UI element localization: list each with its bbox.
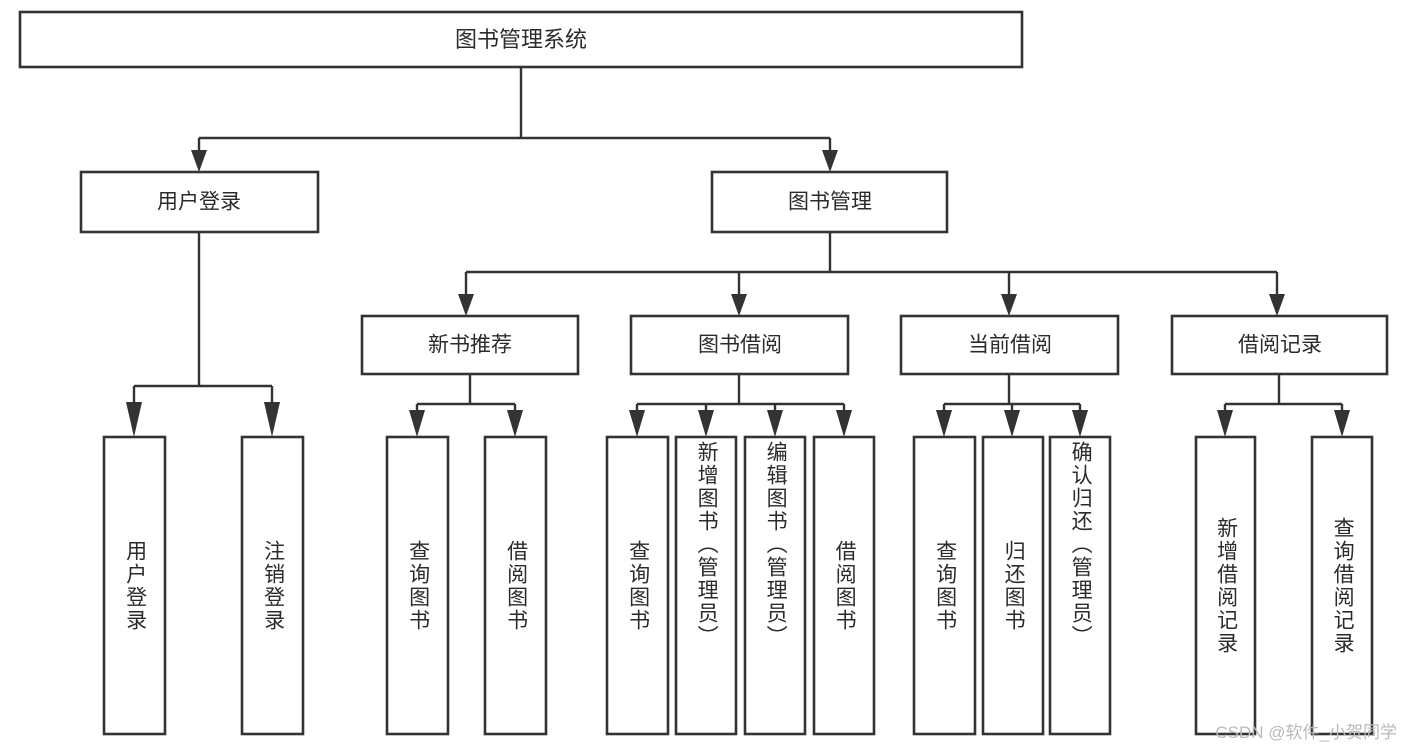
- arrowhead-leaf-query-record: [1334, 410, 1350, 437]
- node-leaf-query-record-box[interactable]: [1310, 435, 1374, 736]
- node-borrow-record-label: 借阅记录: [1238, 334, 1322, 357]
- arrowhead-leaf-user-login: [126, 402, 142, 437]
- node-book-borrow-label: 图书借阅: [698, 334, 782, 357]
- connector-layer: [126, 67, 1350, 437]
- arrowhead-book-manage: [822, 150, 838, 172]
- node-new-book-recommend-box[interactable]: [360, 314, 580, 376]
- csdn-watermark: CSDN @软件_小贺同学: [1215, 723, 1397, 742]
- node-leaf-query-book-2-box[interactable]: [605, 435, 670, 736]
- node-leaf-user-login-box[interactable]: [102, 435, 167, 736]
- node-leaf-query-book-1-box[interactable]: [385, 435, 450, 736]
- arrowhead-leaf-query-book-1: [409, 410, 425, 437]
- node-book-manage-box[interactable]: [710, 170, 949, 234]
- arrowhead-leaf-borrow-book-2: [836, 410, 852, 437]
- node-new-book-recommend-label: 新书推荐: [428, 334, 512, 357]
- arrowhead-leaf-add-record: [1217, 410, 1233, 437]
- node-leaf-confirm-return-box[interactable]: [1048, 435, 1112, 736]
- arrowhead-current-borrow: [1001, 294, 1017, 316]
- node-leaf-return-book-box[interactable]: [981, 435, 1045, 736]
- arrowhead-borrow-record: [1269, 294, 1285, 316]
- node-leaf-add-book-box[interactable]: [674, 435, 738, 736]
- node-leaf-add-record-box[interactable]: [1194, 435, 1257, 736]
- node-leaf-query-book-3-box[interactable]: [912, 435, 977, 736]
- arrowhead-leaf-query-book-2: [629, 410, 645, 437]
- arrowhead-leaf-borrow-book-1: [507, 410, 523, 437]
- node-book-manage-label: 图书管理: [788, 191, 872, 214]
- node-current-borrow-label: 当前借阅: [968, 334, 1052, 357]
- node-current-borrow-box[interactable]: [899, 314, 1120, 376]
- node-borrow-record-box[interactable]: [1170, 314, 1389, 376]
- node-root-box[interactable]: [18, 10, 1024, 69]
- arrowhead-leaf-confirm-return: [1072, 410, 1088, 437]
- arrowhead-leaf-add-book: [698, 410, 714, 437]
- arrowhead-leaf-logout-login: [264, 402, 280, 437]
- node-user-login-label: 用户登录: [157, 191, 241, 214]
- node-leaf-borrow-book-2-box[interactable]: [812, 435, 876, 736]
- node-leaf-logout-login-box[interactable]: [240, 435, 305, 736]
- arrowhead-leaf-return-book: [1004, 410, 1020, 437]
- node-root-label: 图书管理系统: [455, 27, 587, 52]
- node-book-borrow-box[interactable]: [629, 314, 850, 376]
- arrowhead-leaf-edit-book: [767, 410, 783, 437]
- arrowhead-user-login: [191, 150, 207, 172]
- arrowhead-leaf-query-book-3: [936, 410, 952, 437]
- node-leaf-borrow-book-1-box[interactable]: [483, 435, 548, 736]
- node-leaf-edit-book-box[interactable]: [743, 435, 807, 736]
- arrowhead-book-borrow: [731, 294, 747, 316]
- arrowhead-new-book-recommend: [458, 294, 474, 316]
- node-layer: 图书管理系统 用户登录 图书管理 新书推荐 图书借阅 当前借阅 借阅记录: [18, 10, 1389, 736]
- node-user-login-box[interactable]: [79, 170, 320, 234]
